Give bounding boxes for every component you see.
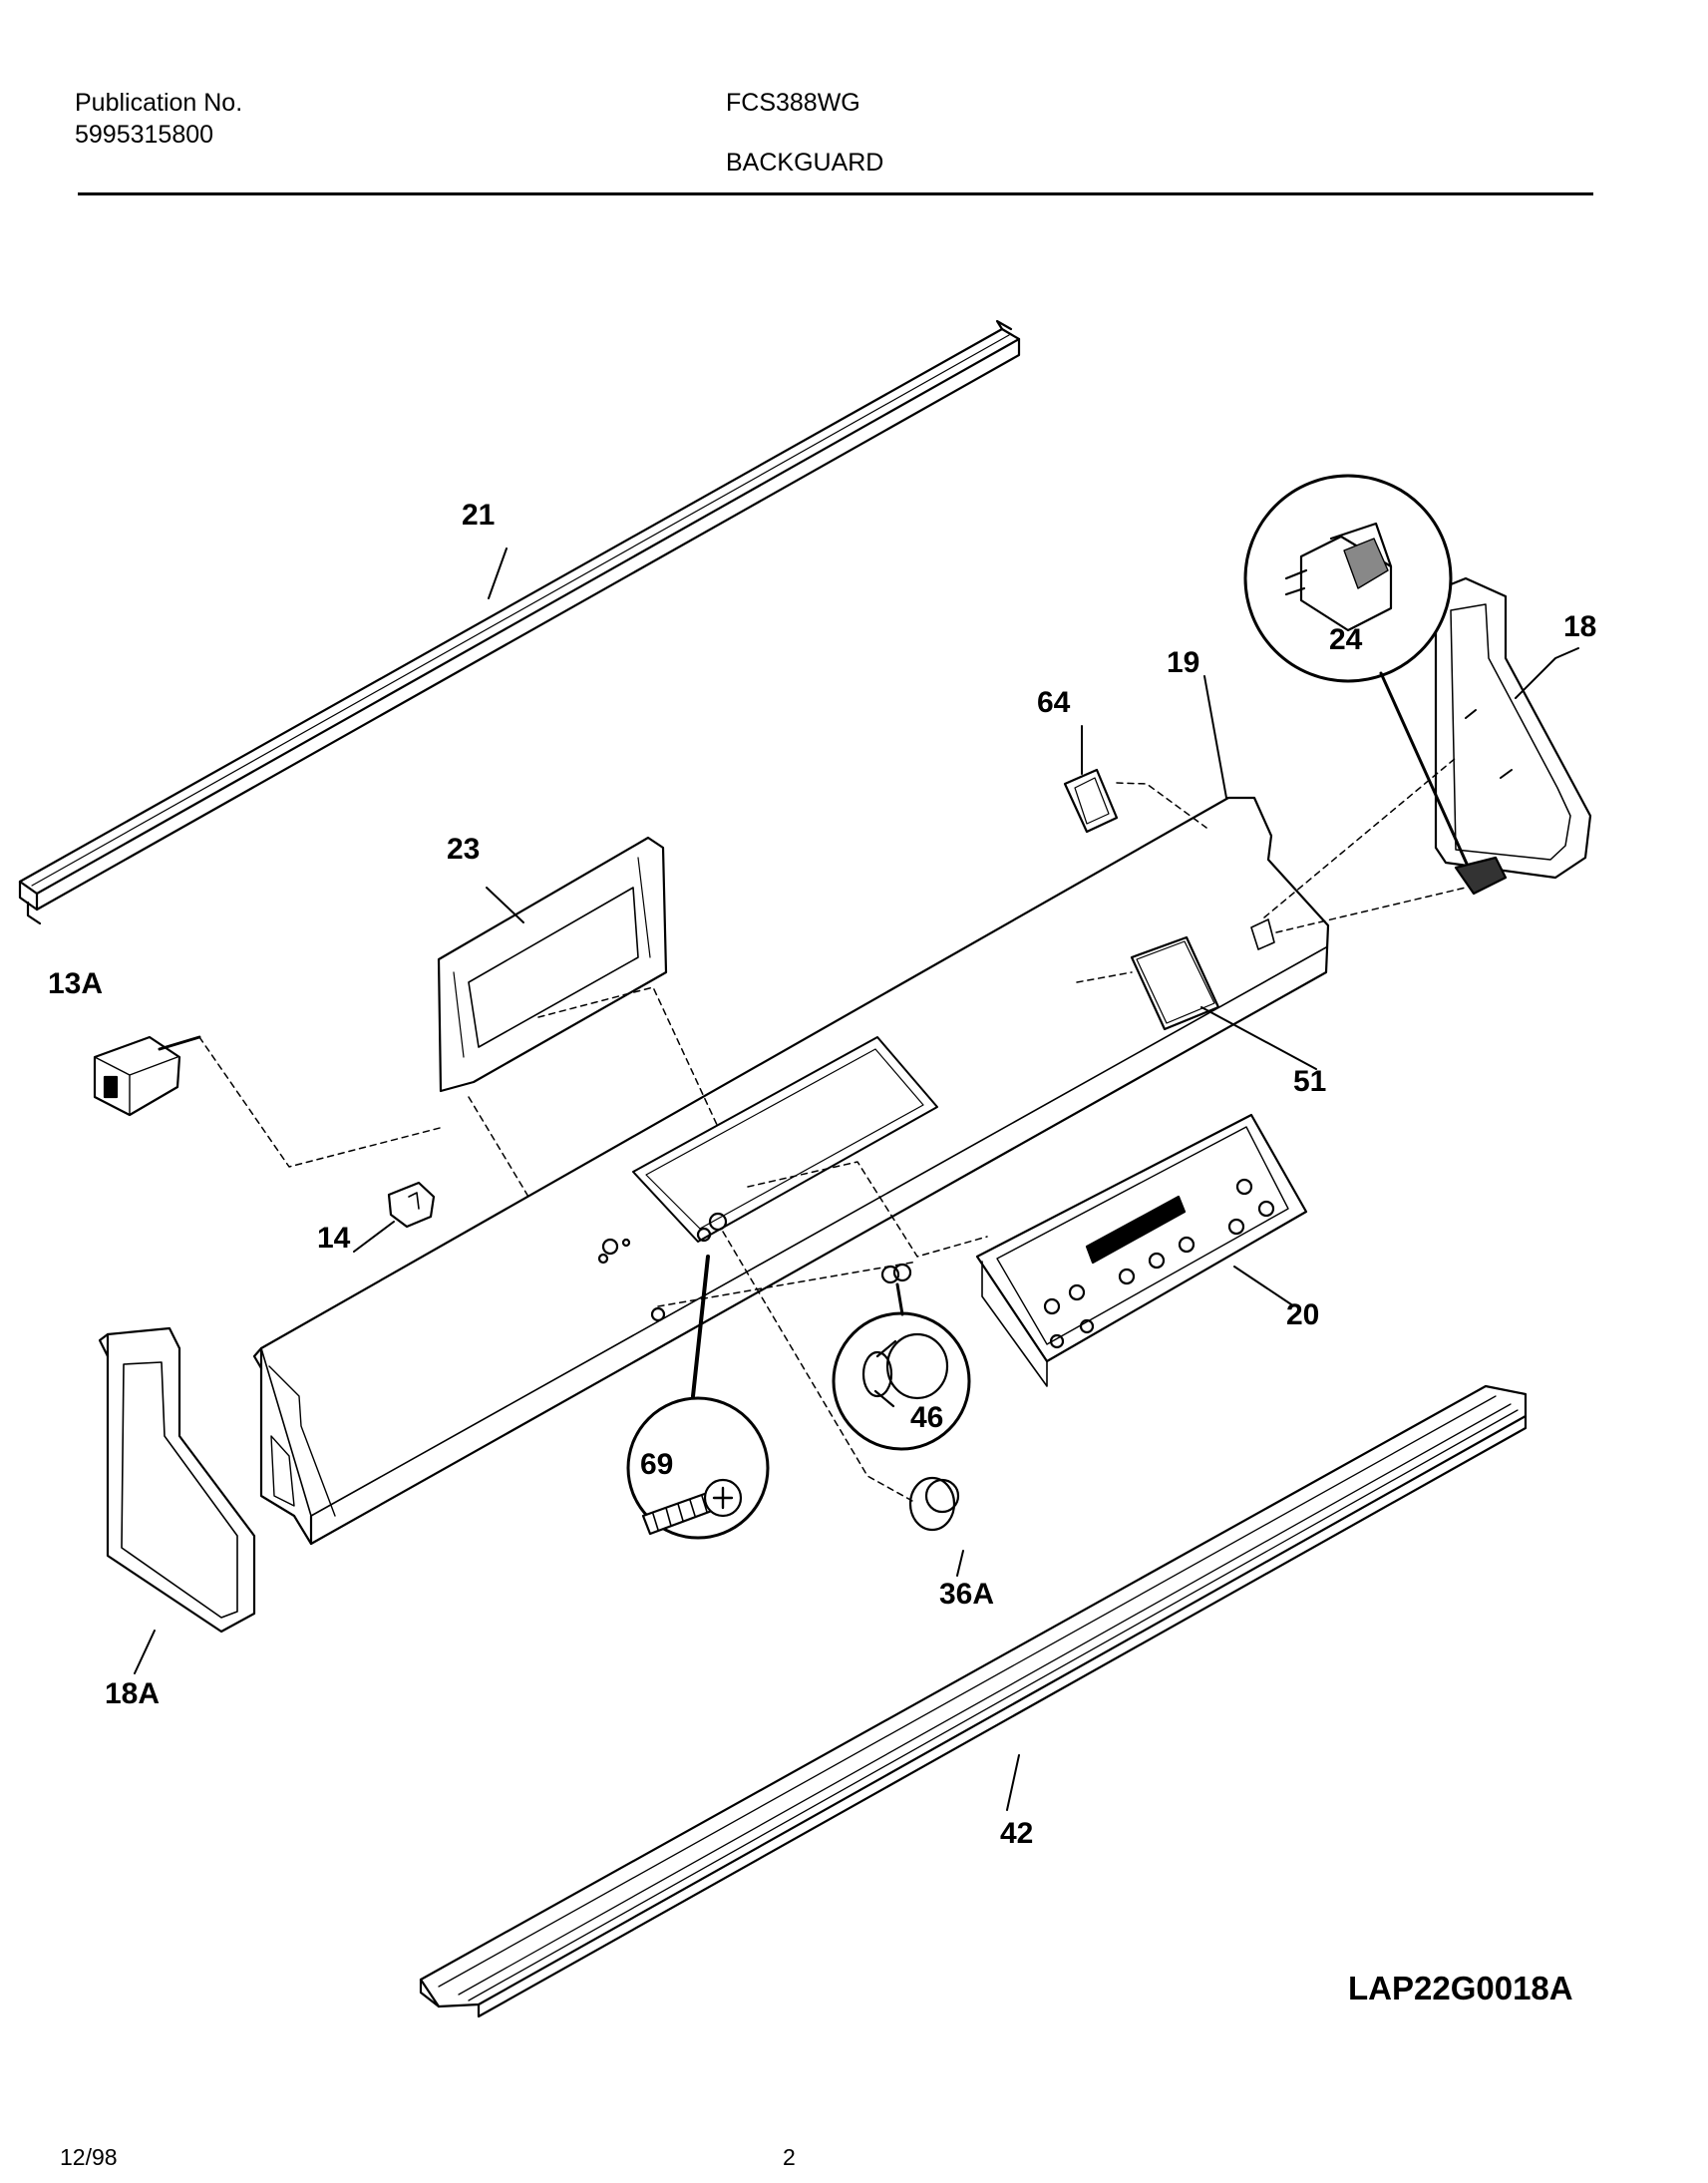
footer-date: 12/98 <box>60 2144 118 2170</box>
label-23: 23 <box>447 833 481 866</box>
label-20: 20 <box>1286 1298 1320 1331</box>
label-21: 21 <box>462 499 496 532</box>
publication-number: 5995315800 <box>75 121 214 149</box>
header-rule <box>78 192 1593 195</box>
part-24-switch <box>1243 474 1508 896</box>
part-18a-left-endcap <box>98 1326 256 1634</box>
label-64: 64 <box>1037 686 1071 719</box>
part-42-bottom-trim <box>419 1384 1528 2018</box>
label-69: 69 <box>640 1448 674 1481</box>
part-13a-switch <box>93 1035 201 1117</box>
model-number: FCS388WG <box>726 89 860 117</box>
part-21-top-trim <box>18 319 1021 925</box>
label-18: 18 <box>1563 610 1597 643</box>
part-19-backguard-panel <box>252 796 1330 1546</box>
part-20-control-board <box>975 1113 1308 1387</box>
part-14-clip <box>387 1181 436 1229</box>
label-51: 51 <box>1293 1065 1327 1098</box>
part-69-screw <box>626 1212 770 1540</box>
part-64-label <box>1063 768 1119 834</box>
drawing-code: LAP22G0018A <box>1348 1970 1573 2006</box>
label-14: 14 <box>317 1222 351 1255</box>
part-46-knob <box>832 1263 971 1451</box>
section-title: BACKGUARD <box>726 149 884 177</box>
part-36a-knob-cap <box>908 1476 960 1532</box>
label-13a: 13A <box>48 967 104 1000</box>
footer-page-number: 2 <box>783 2144 796 2170</box>
label-42: 42 <box>1000 1817 1034 1850</box>
part-23-bracket <box>437 836 668 1093</box>
part-18-right-endcap <box>1434 576 1592 880</box>
leader-lines <box>134 547 1579 1811</box>
publication-label: Publication No. <box>75 89 243 117</box>
part-51-badge <box>1130 935 1220 1031</box>
label-46: 46 <box>910 1401 944 1434</box>
label-36a: 36A <box>939 1578 995 1611</box>
label-24: 24 <box>1329 623 1363 656</box>
label-19: 19 <box>1167 646 1200 679</box>
label-18a: 18A <box>105 1677 161 1710</box>
fasteners <box>597 1238 666 1322</box>
assembly-dashed-lines <box>198 757 1467 1502</box>
